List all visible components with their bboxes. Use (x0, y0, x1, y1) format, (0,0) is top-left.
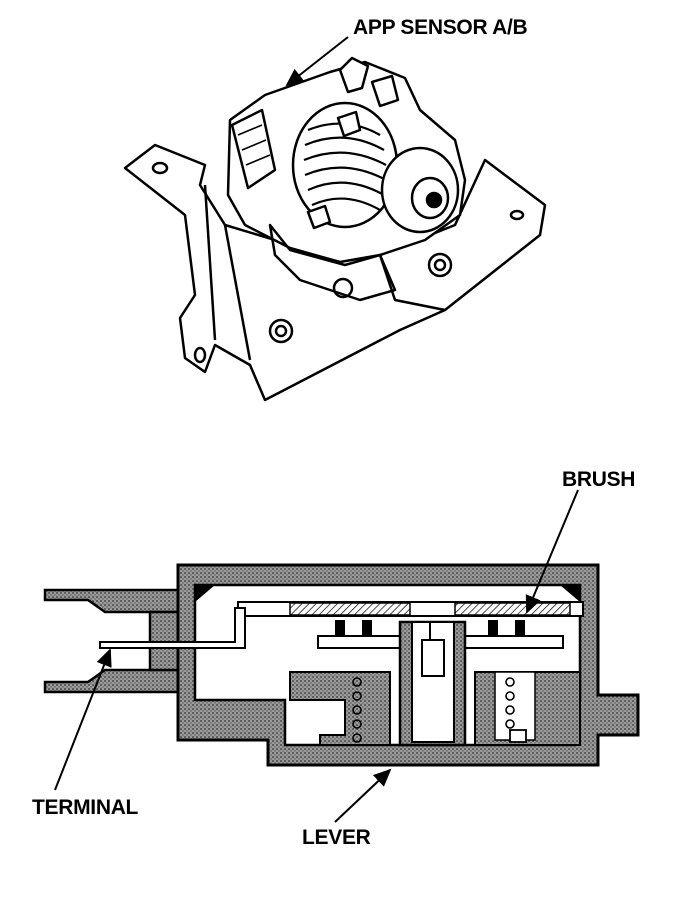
right-spring (505, 677, 515, 729)
terminal-leader (54, 648, 112, 791)
left-spring (352, 677, 362, 743)
sensor-assembly-illustration (123, 56, 547, 402)
brush-label: BRUSH (562, 468, 635, 491)
return-spring (303, 122, 387, 211)
sensor-connector (230, 108, 277, 190)
app-sensor-label: APP SENSOR A/B (353, 16, 527, 39)
brush-leader (525, 489, 579, 614)
mounting-bracket (123, 143, 547, 402)
sensor-cross-section (43, 563, 640, 767)
terminal-label: TERMINAL (32, 796, 139, 819)
terminal-pin (99, 607, 246, 649)
lever-label: LEVER (302, 826, 371, 849)
app-sensor-leader (285, 36, 349, 87)
brush-contacts (335, 620, 525, 636)
lever-leader (334, 768, 392, 823)
